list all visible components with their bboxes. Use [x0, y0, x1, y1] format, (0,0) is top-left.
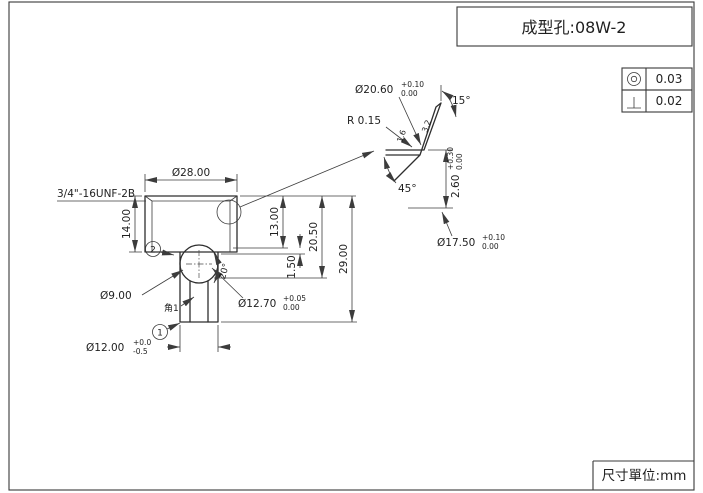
balloon-1-circle	[152, 324, 168, 340]
perpendicularity-frame	[621, 89, 693, 113]
dia12-tol-lower: -0.5	[133, 347, 148, 356]
balloon-2-number: 2	[150, 246, 156, 256]
dia2060-label: Ø20.60	[355, 84, 393, 96]
angle45-arc	[383, 156, 397, 184]
concentricity-icon	[627, 72, 641, 86]
angle15-arc	[441, 90, 457, 118]
angle45-label: 45°	[398, 183, 417, 195]
dia1750-label: Ø17.50	[437, 237, 475, 249]
h150-label: 1.50	[286, 255, 298, 278]
angle15-label: 15°	[452, 95, 471, 107]
roughness-right-label: 3.2	[420, 119, 433, 134]
h13-label: 13.00	[269, 207, 281, 237]
r015-label: R 0.15	[347, 115, 381, 127]
thread-lines	[144, 195, 238, 252]
dia1750-tol-lower: 0.00	[482, 242, 499, 251]
dia1750-leader	[441, 211, 453, 237]
perpendicularity-icon	[627, 97, 641, 109]
h260-label: 2.60	[450, 175, 462, 198]
angle20-label: 20°	[218, 262, 232, 280]
right-extension-lines	[214, 195, 357, 323]
dia9-label: Ø9.00	[100, 290, 132, 302]
title-block-box	[456, 6, 693, 47]
perpendicularity-value: 0.02	[656, 94, 683, 108]
dia1270-label: Ø12.70	[238, 298, 276, 310]
detail-leader	[239, 150, 375, 208]
center-cross	[186, 250, 212, 278]
h14-label: 14.00	[121, 209, 133, 239]
r015-leader	[385, 126, 413, 148]
main-view: 2 1 Ø28.00 3/4"-16UNF-2B 14.00 13.00 1.5…	[57, 150, 375, 356]
detail-view: Ø20.60 +0.10 0.00 15° R 0.15 1.6 3.2 45°…	[347, 80, 505, 251]
sheet-border	[8, 1, 695, 491]
dia2060-tol-upper: +0.10	[401, 80, 424, 89]
h2050-label: 20.50	[308, 222, 320, 252]
dia9-leader	[141, 269, 184, 296]
dia12-extension-lines	[179, 325, 219, 352]
units-box-lines	[592, 460, 694, 490]
bore-lines	[189, 280, 209, 323]
h260-tol-upper: +0.30	[446, 147, 455, 170]
title-block: 成型孔:08W-2	[456, 6, 693, 47]
concentricity-value: 0.03	[656, 72, 683, 86]
h260-label-group: 2.60 +0.30 0.00	[446, 147, 464, 198]
drawing-title: 成型孔:08W-2	[522, 18, 627, 37]
dia1270-tol-lower: 0.00	[283, 303, 300, 312]
angle20-arc	[213, 252, 222, 284]
units-note: 尺寸單位:mm	[592, 460, 694, 490]
roughness-left-label: 1.6	[395, 129, 408, 144]
detail-profile	[385, 102, 442, 182]
thread-callout-label: 3/4"-16UNF-2B	[57, 188, 135, 200]
dia2060-tol-lower: 0.00	[401, 89, 418, 98]
dia1270-tol-upper: +0.05	[283, 294, 306, 303]
units-text: 尺寸單位:mm	[602, 468, 687, 484]
balloon-1-number: 1	[157, 329, 163, 339]
dia12-tol-upper: +0.0	[133, 338, 151, 347]
dia2060-leader	[398, 96, 422, 146]
tolerance-frames: 0.03 0.02	[621, 67, 693, 113]
balloon-2-circle	[145, 241, 161, 257]
balloon-1-leader	[166, 322, 181, 331]
concentricity-icon-inner	[630, 75, 638, 83]
corner-note-label: 角1	[164, 302, 179, 314]
dia28-label: Ø28.00	[172, 167, 210, 179]
dia12-label: Ø12.00	[86, 342, 124, 354]
detail-marker-circle	[216, 199, 242, 225]
h2900-label: 29.00	[338, 244, 350, 274]
dia1750-tol-upper: +0.10	[482, 233, 505, 242]
h260-tol-lower: 0.00	[455, 153, 464, 170]
part-outline	[144, 195, 238, 323]
corner-note-leader	[180, 296, 195, 307]
balloon-2-leader	[159, 249, 175, 256]
